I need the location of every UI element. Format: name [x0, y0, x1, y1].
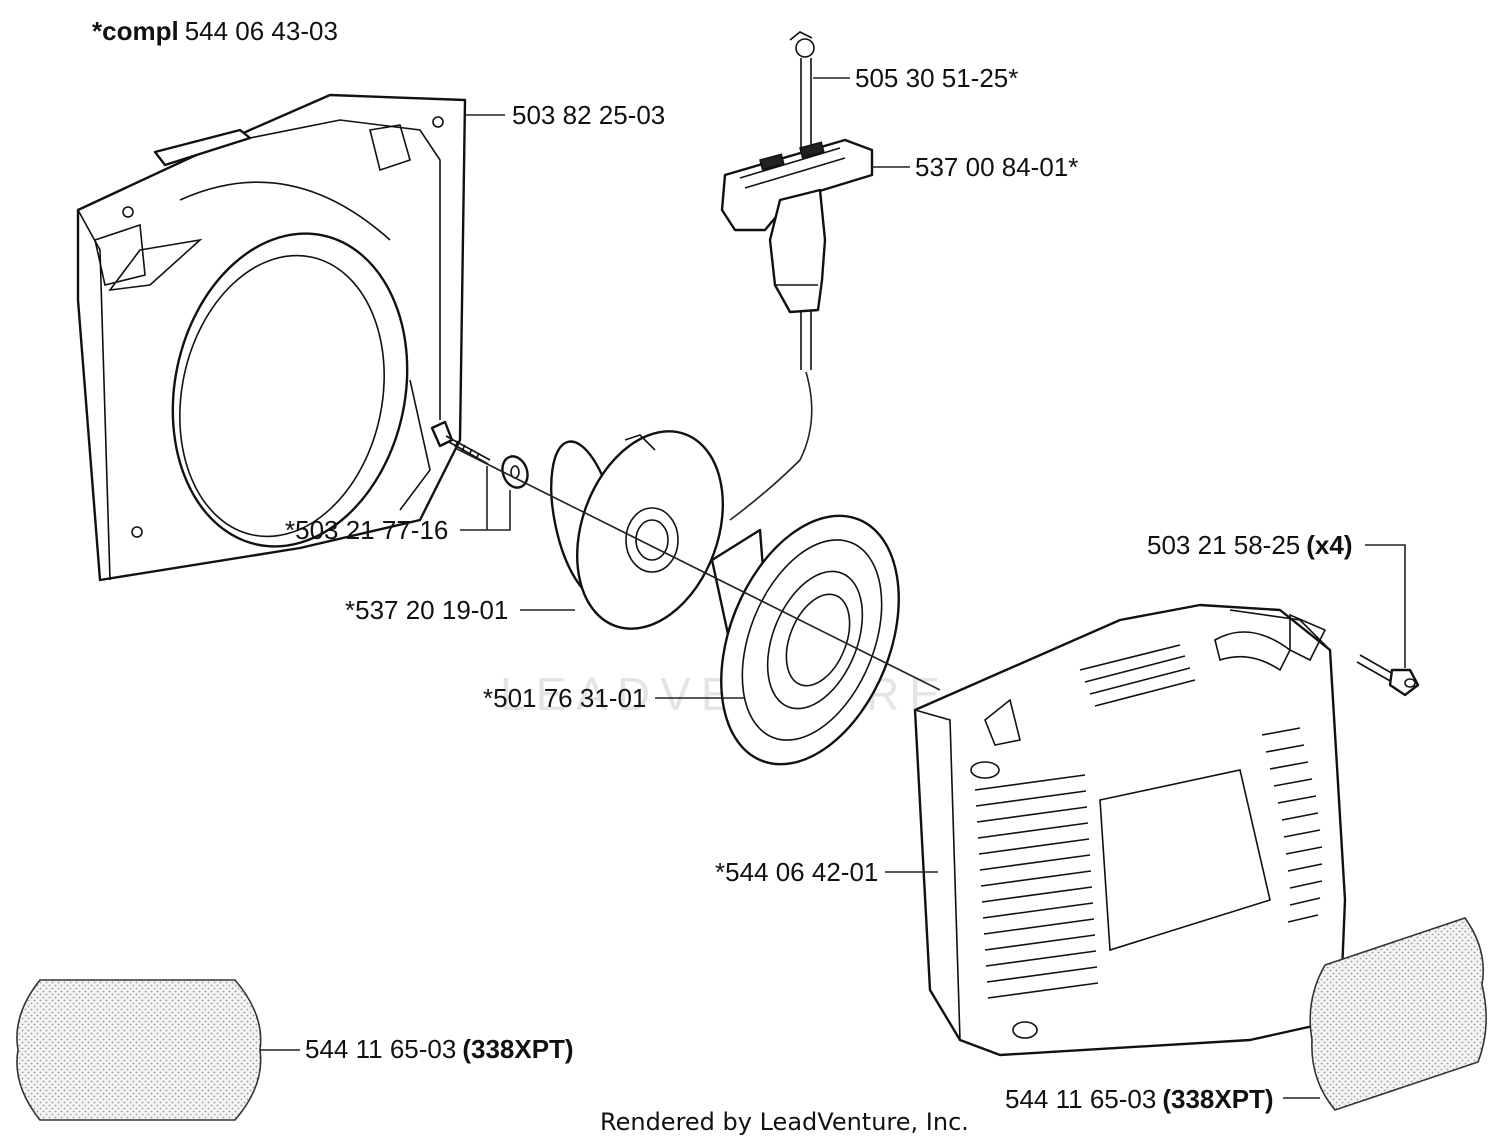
fan-housing-drawing: [76, 93, 467, 582]
label-decal-right: 544 11 65-03(338XPT): [1005, 1084, 1274, 1114]
decal-right: [1309, 917, 1487, 1111]
assembly-axis: [454, 447, 941, 691]
label-pulley: *537 20 19-01: [345, 595, 508, 625]
starter-cover-drawing: [913, 603, 1347, 1057]
cover-screw-drawing: [1356, 654, 1420, 697]
label-fan-housing: 503 82 25-03: [512, 100, 665, 130]
label-starter-rope: 505 30 51-25*: [855, 63, 1018, 93]
label-screw-washer: *503 21 77-16: [285, 515, 448, 545]
screw-washer-drawing: [430, 420, 529, 489]
starter-rope-drawing: [729, 31, 815, 521]
label-starter-cover: *544 06 42-01: [715, 857, 878, 887]
label-starter-handle: 537 00 84-01*: [915, 152, 1078, 182]
label-recoil-spring: *501 76 31-01: [483, 683, 646, 713]
leader-lines: [260, 77, 1406, 1099]
starter-handle-drawing: [720, 138, 874, 314]
decal-left: [16, 979, 262, 1121]
label-decal-left: 544 11 65-03(338XPT): [305, 1034, 574, 1064]
recoil-spring-drawing: [710, 514, 900, 766]
credit-text: Rendered by LeadVenture, Inc.: [600, 1108, 969, 1136]
label-cover-screw: 503 21 58-25(x4): [1147, 530, 1353, 560]
pulley-drawing: [550, 430, 725, 630]
